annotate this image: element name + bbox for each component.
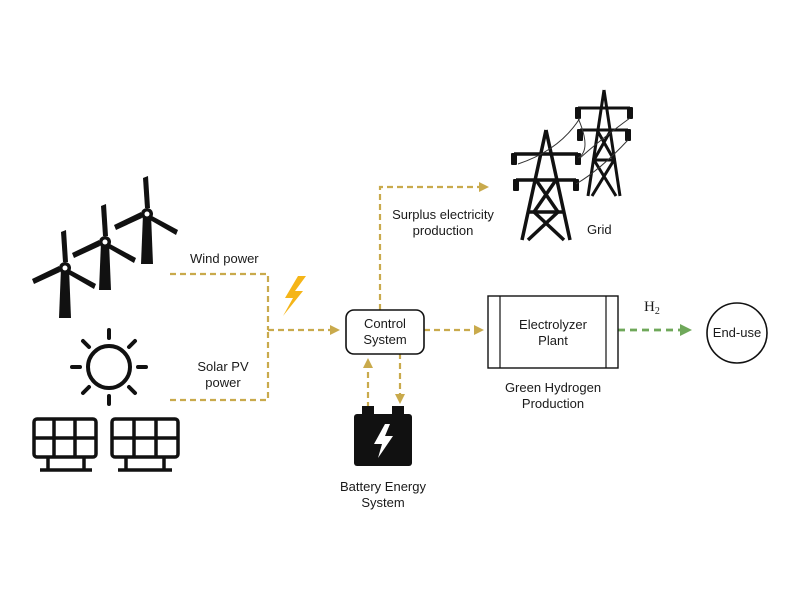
solar-panels-icon	[32, 417, 180, 472]
solar-pv-line1: Solar PV	[197, 359, 249, 374]
control-line1: Control	[364, 316, 406, 331]
control-system-box	[345, 309, 425, 355]
solar-pv-label: Solar PV power	[188, 359, 258, 391]
surplus-to-grid-arrow	[378, 182, 489, 310]
surplus-line1: Surplus electricity	[392, 207, 494, 222]
sun-icon	[70, 328, 148, 406]
lightning-icon	[283, 276, 306, 316]
wind-power-label: Wind power	[190, 251, 259, 266]
solar-pv-line2: power	[205, 375, 241, 390]
electrolyzer-label: Electrolyzer Plant	[500, 317, 606, 349]
wind-flow-line	[170, 272, 270, 330]
green-hydrogen-line1: Green Hydrogen	[504, 380, 602, 395]
end-use-circle	[706, 302, 768, 364]
electrolyzer-box	[487, 295, 619, 369]
flow-lines	[170, 182, 489, 408]
green-hydrogen-label: Green Hydrogen Production	[490, 380, 616, 412]
h2-subscript: 2	[654, 306, 660, 317]
battery-energy-label: Battery Energy System	[322, 479, 444, 511]
h2-label: H2	[644, 299, 660, 320]
electrolyzer-line2: Plant	[538, 333, 568, 348]
surplus-electricity-label: Surplus electricity production	[385, 207, 501, 239]
solar-flow-line	[170, 330, 270, 402]
green-hydrogen-line2: Production	[521, 396, 585, 411]
end-use-label: End-use	[712, 325, 762, 340]
control-line2: System	[363, 332, 407, 347]
grid-label: Grid	[587, 222, 612, 237]
wind-turbines-icon	[32, 176, 178, 318]
transmission-towers-icon	[511, 89, 633, 242]
battery-icon	[354, 406, 412, 466]
h2-main: H	[644, 299, 655, 315]
battery-line1: Battery Energy	[340, 479, 426, 494]
control-system-label: Control System	[346, 316, 424, 348]
surplus-line2: production	[412, 223, 474, 238]
battery-line2: System	[361, 495, 405, 510]
electrolyzer-line1: Electrolyzer	[519, 317, 587, 332]
